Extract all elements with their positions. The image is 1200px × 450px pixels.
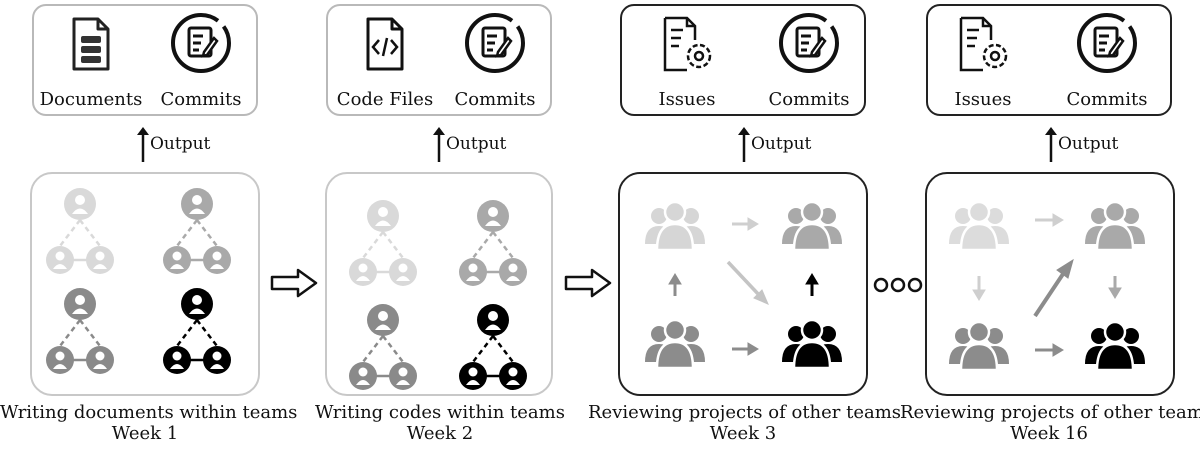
triad-lightest xyxy=(46,188,114,274)
output-label: Commits xyxy=(160,89,242,110)
review-arrow xyxy=(732,342,759,356)
output-label: Commits xyxy=(768,89,850,110)
review-arrow xyxy=(805,273,819,296)
group-dark xyxy=(782,318,842,370)
output-arrow: Output xyxy=(737,126,827,164)
teams-box xyxy=(325,172,553,396)
output-box: Issues Commits xyxy=(926,4,1172,116)
group-mid xyxy=(949,320,1009,372)
week-text: Week 16 xyxy=(1010,423,1088,444)
team-groups xyxy=(949,200,1145,372)
team-triads xyxy=(349,200,527,390)
group-light xyxy=(1085,200,1145,252)
team-groups xyxy=(645,200,842,370)
output-item-commits: Commits xyxy=(754,6,864,118)
review-arrow xyxy=(1108,276,1122,299)
commit-icon xyxy=(171,13,231,73)
ellipsis-icon xyxy=(873,277,923,293)
output-box: Documents Commits xyxy=(32,4,258,116)
output-arrow: Output xyxy=(136,126,226,164)
triad-dark xyxy=(459,304,527,390)
activity-text: Reviewing projects of other teams xyxy=(588,402,902,423)
output-text: Output xyxy=(150,134,211,154)
output-label: Code Files xyxy=(336,89,434,110)
activity-text: Reviewing projects of other teams xyxy=(900,402,1200,423)
output-box: Code Files Commits xyxy=(326,4,552,116)
output-item-documents: Documents xyxy=(36,6,146,118)
output-label: Issues xyxy=(954,89,1012,110)
issue-icon xyxy=(959,16,1008,72)
week-text: Week 2 xyxy=(406,423,474,444)
output-box: Issues Commits xyxy=(620,4,866,116)
output-item-issues: Issues xyxy=(928,6,1038,118)
commit-icon xyxy=(779,13,839,73)
triad-mid xyxy=(46,288,114,374)
code-file-icon xyxy=(366,17,404,71)
hollow-arrow-icon xyxy=(564,268,612,298)
output-label: Commits xyxy=(454,89,536,110)
week-text: Week 1 xyxy=(111,423,179,444)
review-arrow xyxy=(1033,258,1074,318)
week-text: Week 3 xyxy=(709,423,777,444)
review-arrow xyxy=(1035,343,1064,357)
issue-icon xyxy=(663,16,712,72)
teams-box xyxy=(30,172,260,396)
output-text: Output xyxy=(751,134,812,154)
output-item-commits: Commits xyxy=(146,6,256,118)
activity-text: Writing codes within teams xyxy=(315,402,565,423)
review-arrow xyxy=(668,273,682,296)
review-arrow xyxy=(726,260,769,305)
group-dark xyxy=(1085,320,1145,372)
hollow-arrow-icon xyxy=(270,268,318,298)
output-arrow: Output xyxy=(1044,126,1134,164)
output-arrow: Output xyxy=(432,126,522,164)
stage-caption: Writing codes within teams Week 2 xyxy=(300,402,580,444)
commit-icon xyxy=(465,13,525,73)
triad-dark xyxy=(163,288,231,374)
output-text: Output xyxy=(446,134,507,154)
commit-icon xyxy=(1077,13,1137,73)
triad-mid xyxy=(349,304,417,390)
document-icon xyxy=(72,17,110,71)
stage-caption: Reviewing projects of other teams Week 3 xyxy=(588,402,902,444)
activity-text: Writing documents within teams xyxy=(0,402,298,423)
triad-light xyxy=(459,200,527,286)
teams-box xyxy=(618,172,868,396)
group-light xyxy=(782,200,842,252)
stage-caption: Reviewing projects of other teams Week 1… xyxy=(900,402,1200,444)
triad-light xyxy=(163,188,231,274)
teams-box xyxy=(925,172,1175,396)
triad-lightest xyxy=(349,200,417,286)
stage-caption: Writing documents within teams Week 1 xyxy=(0,402,298,444)
output-text: Output xyxy=(1058,134,1119,154)
output-label: Commits xyxy=(1066,89,1148,110)
output-label: Documents xyxy=(39,89,143,110)
group-lightest xyxy=(645,200,705,252)
output-item-commits: Commits xyxy=(440,6,550,118)
output-item-commits: Commits xyxy=(1052,6,1162,118)
output-item-issues: Issues xyxy=(632,6,742,118)
team-triads xyxy=(46,188,231,374)
review-arrow xyxy=(732,217,759,231)
group-lightest xyxy=(949,200,1009,252)
group-mid xyxy=(645,318,705,370)
review-arrow xyxy=(972,276,986,301)
output-label: Issues xyxy=(658,89,716,110)
review-arrow xyxy=(1035,213,1064,227)
output-item-code-files: Code Files xyxy=(330,6,440,118)
